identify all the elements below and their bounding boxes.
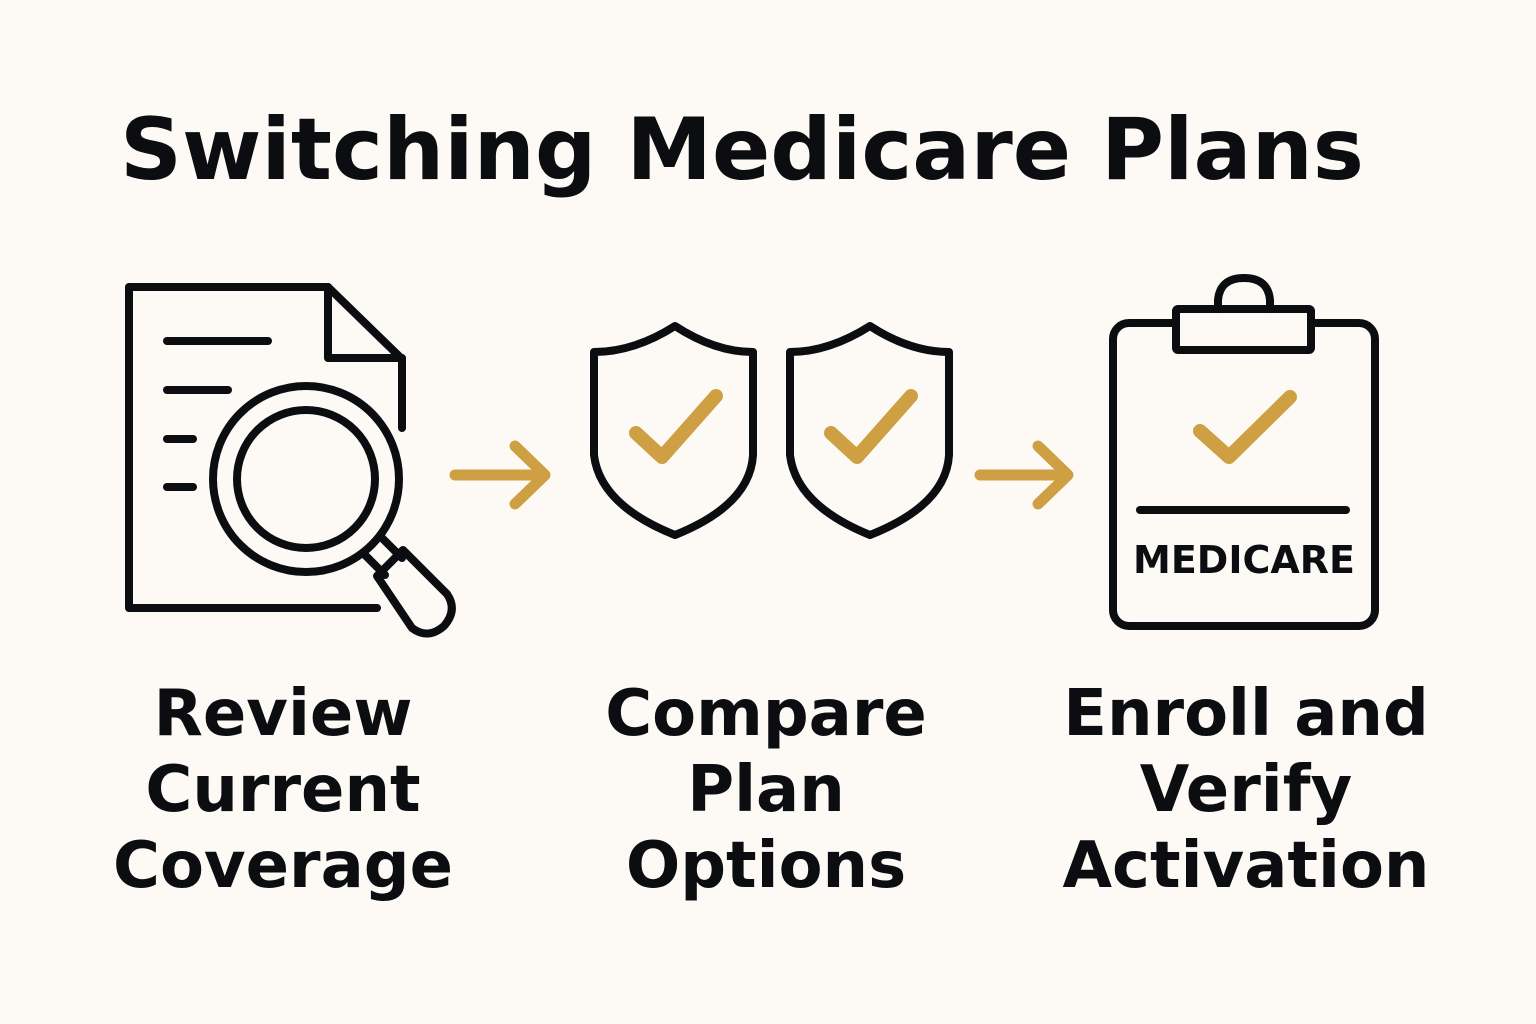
step-label-enroll: Enroll and Verify Activation — [1060, 676, 1432, 904]
clipboard-medicare-text: MEDICARE — [1133, 538, 1355, 582]
step-label-review: Review Current Coverage — [100, 676, 466, 904]
label-line: Verify — [1139, 753, 1353, 827]
label-line: Coverage — [112, 829, 454, 903]
label-line: Plan — [687, 753, 845, 827]
label-line: Review — [153, 677, 413, 751]
page-title: Switching Medicare Plans — [120, 100, 1364, 200]
step-label-compare: Compare Plan Options — [580, 676, 952, 904]
label-line: Current — [145, 753, 421, 827]
label-line: Activation — [1062, 829, 1430, 903]
label-line: Enroll and — [1063, 677, 1429, 751]
label-line: Compare — [605, 677, 927, 751]
label-line: Options — [625, 829, 907, 903]
